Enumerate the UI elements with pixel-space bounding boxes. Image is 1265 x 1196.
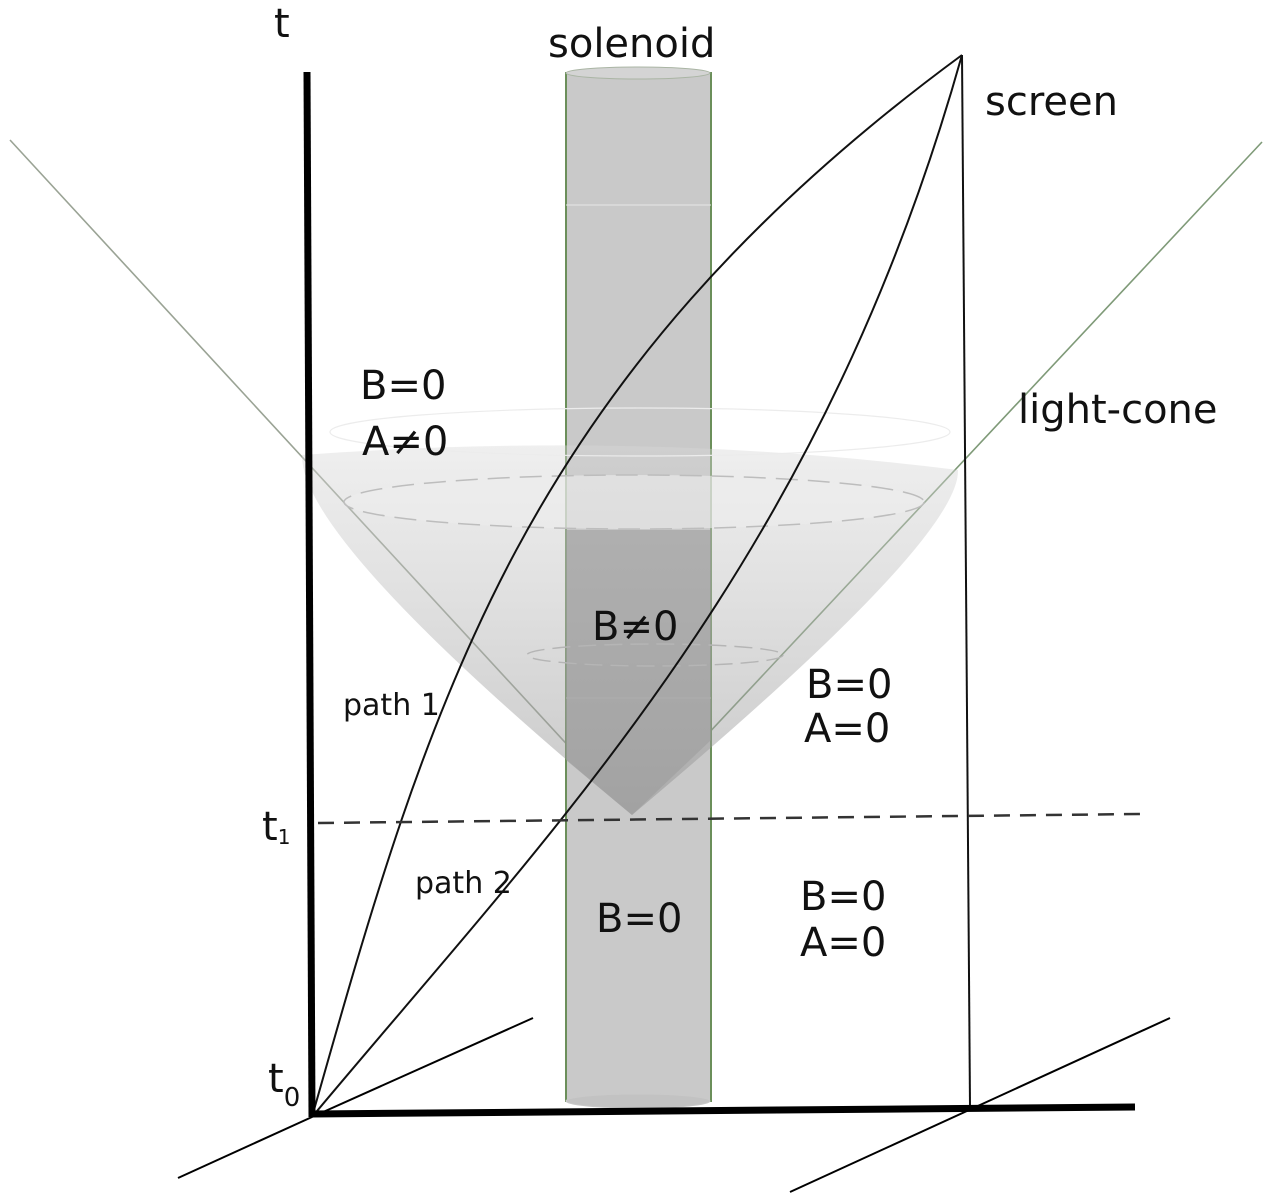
light-cone-volume [301, 407, 959, 815]
solenoid-label: solenoid [548, 21, 715, 67]
right-lower-region-b: B=0 [800, 874, 886, 920]
path-2-curve [311, 54, 963, 1118]
t1-label-sub: 1 [278, 825, 291, 849]
t1-dashed-line [317, 812, 1141, 825]
path-1-label: path 1 [343, 688, 440, 723]
path-1-curve [311, 54, 963, 1118]
t0-label: t0 [268, 1056, 300, 1113]
t0-label-base: t [268, 1056, 284, 1102]
screen-line [961, 54, 971, 1107]
axes [177, 71, 1171, 1193]
space-y-axis-line [177, 1116, 313, 1179]
upper-left-region-b: B=0 [360, 363, 446, 409]
solenoid-lower-region-b: B=0 [596, 896, 682, 942]
right-lower-region-a: A=0 [800, 920, 886, 966]
space-x-axis-line [311, 1103, 1136, 1118]
light-cone-label: light-cone [1018, 387, 1218, 433]
solenoid-cone-region-b: B≠0 [592, 604, 678, 650]
upper-left-region-a: A≠0 [362, 419, 448, 465]
screen-base-line [789, 1017, 1171, 1193]
t1-label-base: t [262, 804, 278, 850]
t1-label: t1 [262, 804, 290, 850]
right-mid-region-a: A=0 [804, 706, 890, 752]
screen-label: screen [985, 79, 1118, 125]
right-mid-region-b: B=0 [806, 662, 892, 708]
t0-label-sub: 0 [284, 1083, 301, 1113]
path-2-label: path 2 [415, 866, 512, 901]
space-y-axis-up-line [311, 1017, 534, 1118]
time-axis-line [303, 71, 316, 1118]
time-axis-label: t [274, 1, 290, 47]
